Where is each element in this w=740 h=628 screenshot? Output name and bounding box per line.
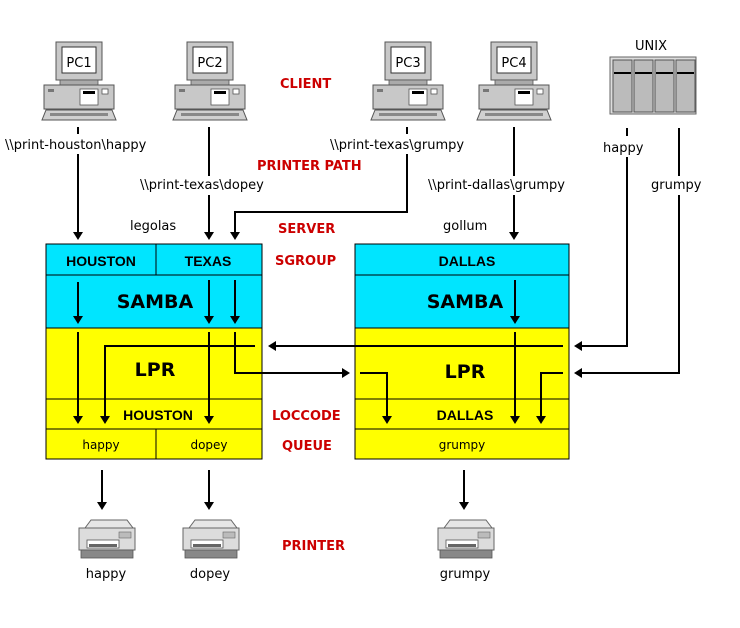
lpr-gollum: LPR	[445, 361, 486, 383]
legend-queue: QUEUE	[282, 439, 332, 454]
printer-dopey-label: dopey	[190, 567, 230, 582]
pc1-label: PC1	[66, 56, 91, 71]
unix-server-icon	[609, 56, 697, 115]
sgroup-dallas: DALLAS	[439, 253, 496, 269]
queue-dopey: dopey	[190, 438, 227, 452]
pc4-label: PC4	[501, 56, 526, 71]
printer-grumpy-label: grumpy	[440, 567, 491, 582]
server-name-legolas: legolas	[130, 219, 176, 234]
pc1-printer-path: \\print-houston\happy	[5, 138, 147, 153]
unix-label: UNIX	[635, 39, 667, 54]
legend-printer: PRINTER	[282, 539, 345, 554]
pc3-label: PC3	[395, 56, 420, 71]
legend-printer-path: PRINTER PATH	[257, 159, 362, 174]
samba-legolas: SAMBA	[117, 291, 194, 313]
printer-happy-label: happy	[86, 567, 127, 582]
loccode-dallas: DALLAS	[437, 407, 494, 423]
lpr-legolas: LPR	[135, 359, 176, 381]
connector-lines	[73, 127, 680, 510]
legend-loccode: LOCCODE	[272, 409, 341, 424]
pc2-printer-path: \\print-texas\dopey	[140, 178, 264, 193]
queue-happy: happy	[82, 438, 119, 452]
loccode-houston: HOUSTON	[123, 407, 193, 423]
pc2-label: PC2	[197, 56, 222, 71]
pc3-printer-path: \\print-texas\grumpy	[330, 138, 464, 153]
server-name-gollum: gollum	[443, 219, 487, 234]
printer-happy-icon	[78, 519, 136, 559]
legend-sgroup: SGROUP	[275, 254, 336, 269]
legend-client: CLIENT	[280, 77, 331, 92]
printer-dopey-icon	[182, 519, 240, 559]
queue-grumpy: grumpy	[439, 438, 486, 452]
unix-path-happy: happy	[603, 141, 644, 156]
sgroup-texas: TEXAS	[185, 253, 232, 269]
legend-server: SERVER	[278, 222, 335, 237]
server-legolas	[45, 243, 263, 460]
sgroup-houston: HOUSTON	[66, 253, 136, 269]
pc3-icon	[370, 41, 446, 121]
pc4-icon	[476, 41, 552, 121]
unix-path-grumpy: grumpy	[651, 178, 702, 193]
pc2-icon	[172, 41, 248, 121]
pc1-icon	[41, 41, 117, 121]
samba-gollum: SAMBA	[427, 291, 504, 313]
printer-grumpy-icon	[437, 519, 495, 559]
server-gollum	[354, 243, 570, 460]
pc4-printer-path: \\print-dallas\grumpy	[428, 178, 565, 193]
